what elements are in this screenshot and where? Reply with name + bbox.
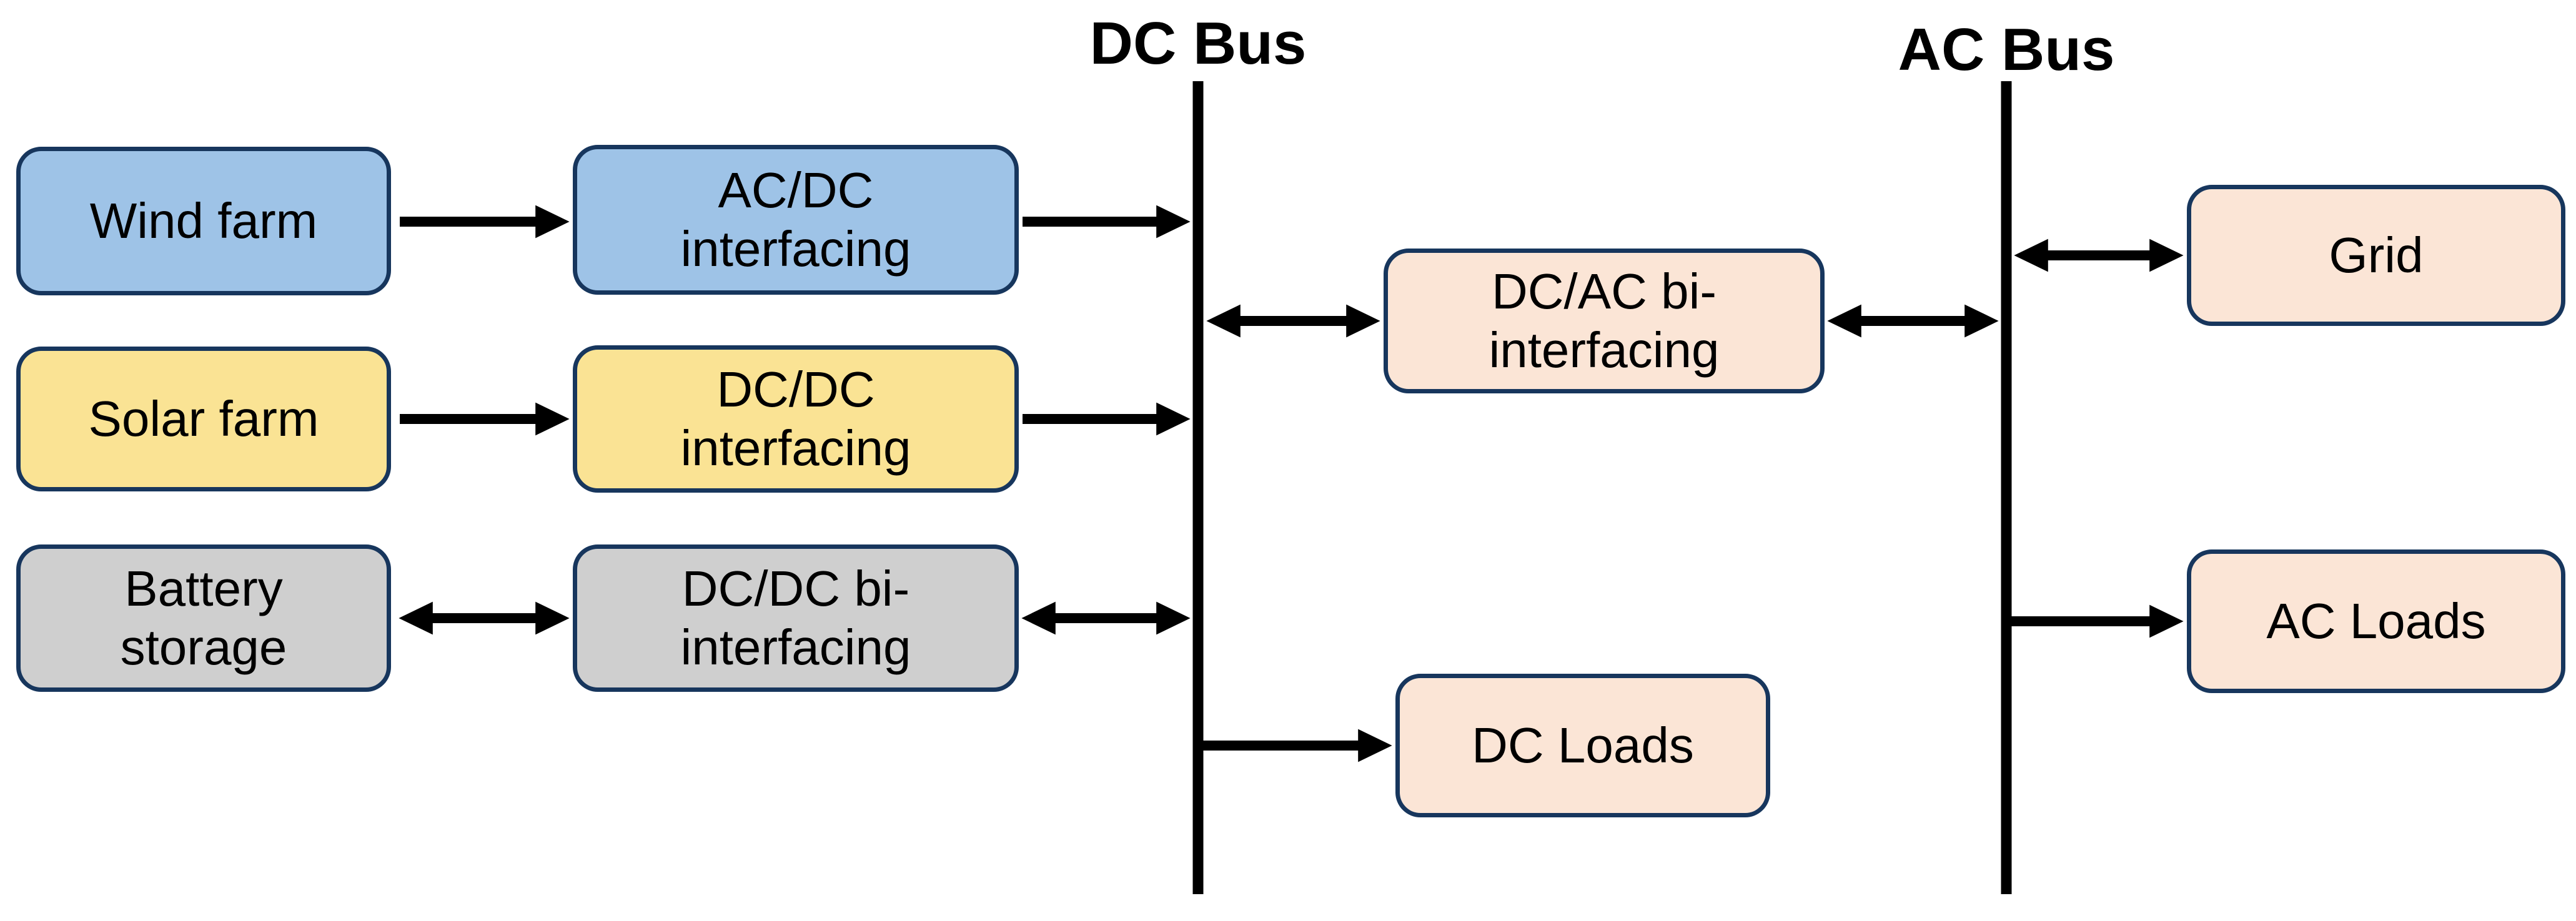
node-dcdc-interfacing: DC/DC interfacing	[573, 345, 1019, 493]
dc-bus-label: DC Bus	[1089, 10, 1307, 77]
node-ac-loads: AC Loads	[2187, 549, 2565, 693]
node-wind-farm: Wind farm	[16, 147, 391, 295]
node-dcdc-bi-interfacing-label: DC/DC bi- interfacing	[680, 560, 911, 675]
node-acdc-interfacing-label: AC/DC interfacing	[680, 162, 911, 277]
node-dcdc-interfacing-label: DC/DC interfacing	[680, 361, 911, 476]
node-dcac-bi-interfacing: DC/AC bi- interfacing	[1384, 249, 1825, 393]
node-battery-storage: Battery storage	[16, 544, 391, 692]
node-dcdc-bi-interfacing: DC/DC bi- interfacing	[573, 544, 1019, 692]
node-acdc-interfacing: AC/DC interfacing	[573, 145, 1019, 295]
node-ac-loads-label: AC Loads	[2266, 593, 2486, 649]
node-grid-label: Grid	[2329, 227, 2424, 283]
node-wind-farm-label: Wind farm	[89, 192, 318, 249]
node-grid: Grid	[2187, 185, 2565, 326]
node-dc-loads-label: DC Loads	[1472, 717, 1694, 773]
node-dc-loads: DC Loads	[1395, 674, 1770, 817]
node-solar-farm-label: Solar farm	[88, 390, 319, 446]
node-battery-storage-label: Battery storage	[120, 560, 287, 675]
ac-bus-label: AC Bus	[1898, 16, 2115, 83]
node-solar-farm: Solar farm	[16, 347, 391, 491]
node-dcac-bi-interfacing-label: DC/AC bi- interfacing	[1489, 263, 1720, 378]
